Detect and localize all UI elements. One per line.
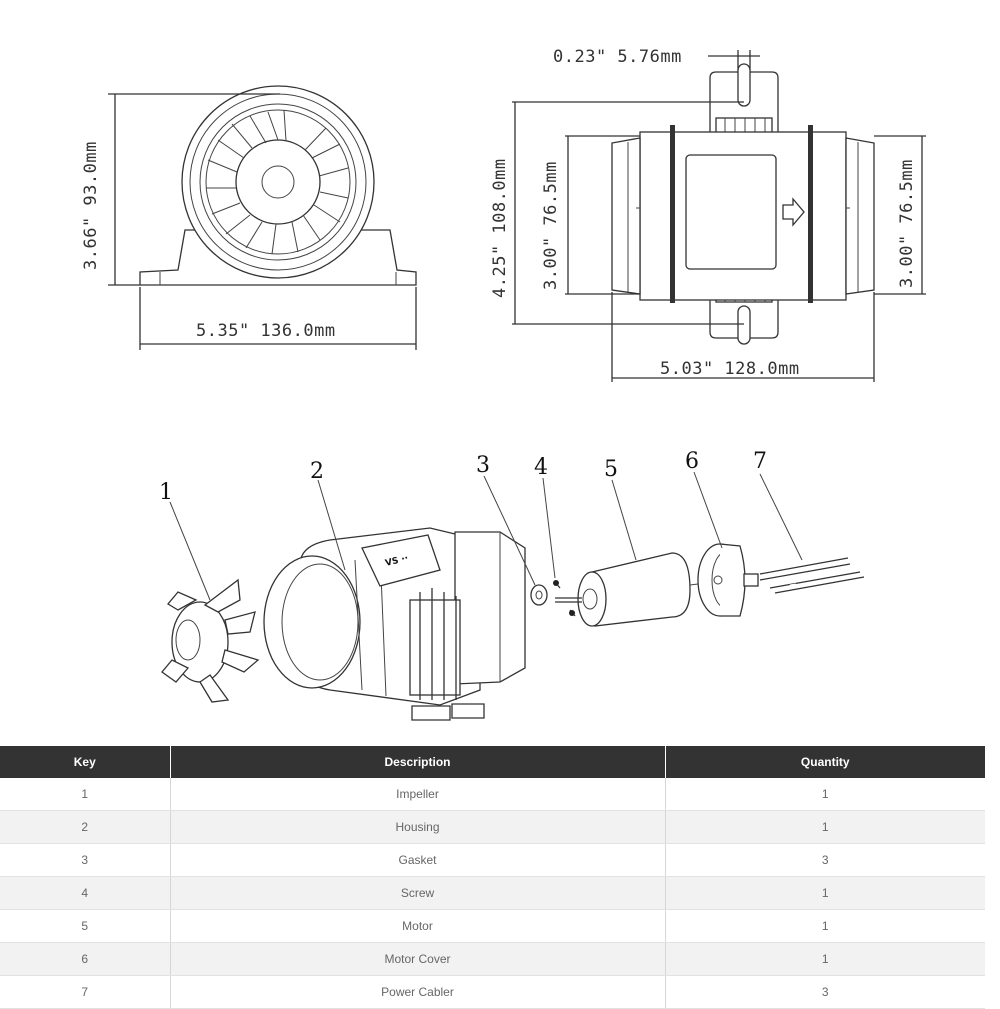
cell-quantity: 1 — [665, 778, 985, 811]
motor-part — [555, 552, 699, 627]
power-cable-part — [759, 557, 865, 594]
cell-quantity: 1 — [665, 909, 985, 943]
table-row: 2 Housing 1 — [0, 810, 985, 844]
cell-description: Screw — [170, 876, 666, 910]
cell-description: Housing — [170, 810, 666, 844]
cell-key: 7 — [0, 975, 171, 1009]
slot-width-label: 0.23" 5.76mm — [553, 47, 682, 67]
side-right-diameter-label: 3.00" 76.5mm — [897, 159, 917, 288]
table-row: 3 Gasket 3 — [0, 843, 985, 877]
side-left-diameter-label: 3.00" 76.5mm — [541, 161, 561, 290]
table-row: 1 Impeller 1 — [0, 778, 985, 811]
cell-quantity: 1 — [665, 810, 985, 844]
front-height-label: 3.66" 93.0mm — [81, 141, 101, 270]
motor-cover-part — [697, 543, 759, 617]
cell-description: Gasket — [170, 843, 666, 877]
cell-description: Motor Cover — [170, 942, 666, 976]
table-row: 7 Power Cabler 3 — [0, 975, 985, 1009]
cell-key: 2 — [0, 810, 171, 844]
table-row: 5 Motor 1 — [0, 909, 985, 943]
cell-description: Impeller — [170, 778, 666, 811]
cell-description: Motor — [170, 909, 666, 943]
front-view: 3.66" 93.0mm 5.35" 136.0mm — [81, 85, 417, 350]
cell-description: Power Cabler — [170, 975, 666, 1009]
screw-part — [553, 580, 576, 617]
table-header-row: Key Description Quantity — [0, 746, 985, 778]
technical-drawing: 3.66" 93.0mm 5.35" 136.0mm — [81, 47, 926, 721]
table-row: 4 Screw 1 — [0, 876, 985, 910]
callout-4: 4 — [534, 455, 548, 480]
table-row: 6 Motor Cover 1 — [0, 942, 985, 976]
callout-6: 6 — [685, 449, 699, 474]
column-header-key: Key — [0, 746, 171, 778]
callout-3: 3 — [476, 453, 490, 478]
gasket-part — [530, 584, 548, 606]
side-view: 0.23" 5.76mm 4.25" 108.0mm 3.00" 76.5mm … — [490, 47, 926, 382]
exploded-view: VS ·· — [159, 449, 865, 721]
cell-quantity: 1 — [665, 942, 985, 976]
side-height-label: 4.25" 108.0mm — [490, 158, 510, 298]
callout-5: 5 — [604, 457, 618, 482]
impeller-part — [161, 578, 260, 703]
callout-7: 7 — [753, 449, 767, 474]
housing-part: VS ·· — [263, 527, 526, 721]
cell-key: 6 — [0, 942, 171, 976]
column-header-quantity: Quantity — [665, 746, 985, 778]
cell-key: 3 — [0, 843, 171, 877]
cell-quantity: 1 — [665, 876, 985, 910]
cell-key: 4 — [0, 876, 171, 910]
cell-key: 1 — [0, 778, 171, 811]
side-length-label: 5.03" 128.0mm — [660, 359, 800, 379]
cell-key: 5 — [0, 909, 171, 943]
drawing-canvas: 3.66" 93.0mm 5.35" 136.0mm — [81, 47, 926, 721]
front-width-label: 5.35" 136.0mm — [196, 321, 336, 341]
callout-1: 1 — [159, 480, 173, 505]
cell-quantity: 3 — [665, 975, 985, 1009]
parts-table: Key Description Quantity 1 Impeller 1 2 … — [0, 746, 985, 1009]
cell-quantity: 3 — [665, 843, 985, 877]
callout-2: 2 — [310, 459, 324, 484]
column-header-description: Description — [170, 746, 666, 778]
